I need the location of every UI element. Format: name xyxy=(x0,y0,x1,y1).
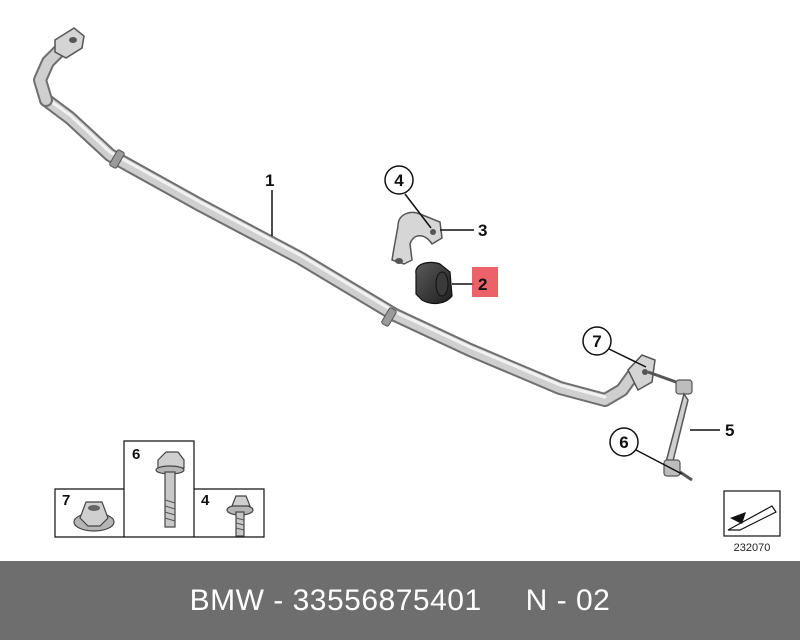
legend-nut[interactable]: 7 xyxy=(62,492,115,532)
svg-text:6: 6 xyxy=(619,433,628,452)
stabilizer-bar xyxy=(33,27,656,407)
parts-diagram: 1 4 3 2 7 5 6 7 xyxy=(33,27,781,554)
rubber-bushing-part xyxy=(415,261,453,305)
svg-text:232070: 232070 xyxy=(734,542,771,554)
bracket-part xyxy=(391,211,443,265)
svg-text:3: 3 xyxy=(478,221,487,240)
footer-bar: BMW - 33556875401 N - 02 xyxy=(0,561,800,640)
footer-part-number: BMW - 33556875401 xyxy=(189,583,482,617)
svg-text:7: 7 xyxy=(62,492,70,509)
svg-text:4: 4 xyxy=(201,492,210,509)
callout-7[interactable]: 7 xyxy=(582,326,647,368)
callout-3[interactable]: 3 xyxy=(440,221,487,240)
svg-text:5: 5 xyxy=(725,421,734,440)
svg-text:7: 7 xyxy=(592,332,601,351)
stabilizer-link-part xyxy=(647,370,693,482)
fastener-legend: 7 6 4 xyxy=(54,440,265,538)
callout-2-highlighted[interactable]: 2 xyxy=(452,267,498,297)
svg-text:6: 6 xyxy=(132,446,140,463)
legend-bolt[interactable]: 6 xyxy=(132,446,185,528)
callout-5[interactable]: 5 xyxy=(690,421,734,440)
legend-screw[interactable]: 4 xyxy=(201,492,254,537)
callout-6[interactable]: 6 xyxy=(609,427,683,475)
diagram-code-box: 232070 xyxy=(723,490,781,554)
callout-1[interactable]: 1 xyxy=(265,171,274,236)
callout-4[interactable]: 4 xyxy=(384,165,432,229)
footer-position: N - 02 xyxy=(525,583,611,617)
svg-text:2: 2 xyxy=(478,275,487,294)
svg-text:1: 1 xyxy=(265,171,274,190)
svg-text:4: 4 xyxy=(394,171,404,190)
